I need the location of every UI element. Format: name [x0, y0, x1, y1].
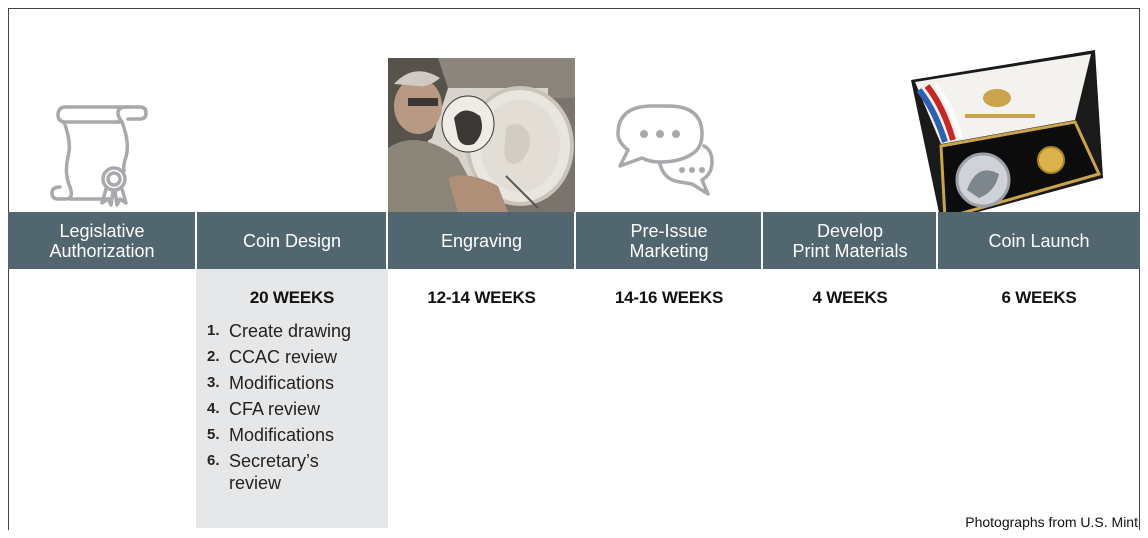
- list-item: 1. Create drawing: [207, 318, 385, 344]
- step-number: 5.: [207, 422, 229, 448]
- step-text: Modifications: [229, 370, 334, 396]
- stage-label-line2: Authorization: [49, 241, 154, 261]
- step-number: 2.: [207, 344, 229, 370]
- list-item: 3. Modifications: [207, 370, 385, 396]
- scroll-icon: [44, 95, 150, 207]
- step-text-line2: review: [229, 472, 319, 494]
- stage-label-line2: Marketing: [629, 241, 708, 261]
- stage-label-line1: Develop: [792, 221, 907, 241]
- stage-label-line1: Legislative: [49, 221, 154, 241]
- step-text: Modifications: [229, 422, 334, 448]
- stage-engraving: Engraving: [388, 212, 575, 269]
- weeks-engraving: 12-14 WEEKS: [388, 288, 575, 308]
- list-item: 2. CCAC review: [207, 344, 385, 370]
- step-text-line1: Secretary’s: [229, 450, 319, 472]
- stage-pre-issue-marketing: Pre-Issue Marketing: [576, 212, 762, 269]
- stage-legislative-authorization: Legislative Authorization: [8, 212, 196, 269]
- step-text: Secretary’s review: [229, 450, 319, 494]
- step-text: CFA review: [229, 396, 320, 422]
- list-item: 5. Modifications: [207, 422, 385, 448]
- step-number: 4.: [207, 396, 229, 422]
- engraver-photo: [388, 58, 575, 212]
- step-number: 1.: [207, 318, 229, 344]
- list-item: 6. Secretary’s review: [207, 450, 385, 494]
- list-item: 4. CFA review: [207, 396, 385, 422]
- photo-credit: Photographs from U.S. Mint: [965, 514, 1138, 530]
- stage-develop-print-materials: Develop Print Materials: [763, 212, 937, 269]
- stage-label-line1: Pre-Issue: [629, 221, 708, 241]
- step-number: 3.: [207, 370, 229, 396]
- weeks-coin-design: 20 WEEKS: [196, 288, 388, 308]
- stage-label: Engraving: [441, 231, 522, 251]
- stage-coin-design: Coin Design: [197, 212, 387, 269]
- weeks-develop-print-materials: 4 WEEKS: [763, 288, 937, 308]
- step-number: 6.: [207, 450, 229, 494]
- coin-design-steps: 1. Create drawing 2. CCAC review 3. Modi…: [207, 318, 385, 494]
- weeks-coin-launch: 6 WEEKS: [938, 288, 1140, 308]
- stage-coin-launch: Coin Launch: [938, 212, 1140, 269]
- step-text: CCAC review: [229, 344, 337, 370]
- step-text: Create drawing: [229, 318, 351, 344]
- chat-bubbles-icon: [610, 100, 714, 196]
- weeks-pre-issue-marketing: 14-16 WEEKS: [576, 288, 762, 308]
- stage-label: Coin Launch: [988, 231, 1089, 251]
- stage-label-line2: Print Materials: [792, 241, 907, 261]
- stage-label: Coin Design: [243, 231, 341, 251]
- coin-set-photo: [905, 50, 1105, 230]
